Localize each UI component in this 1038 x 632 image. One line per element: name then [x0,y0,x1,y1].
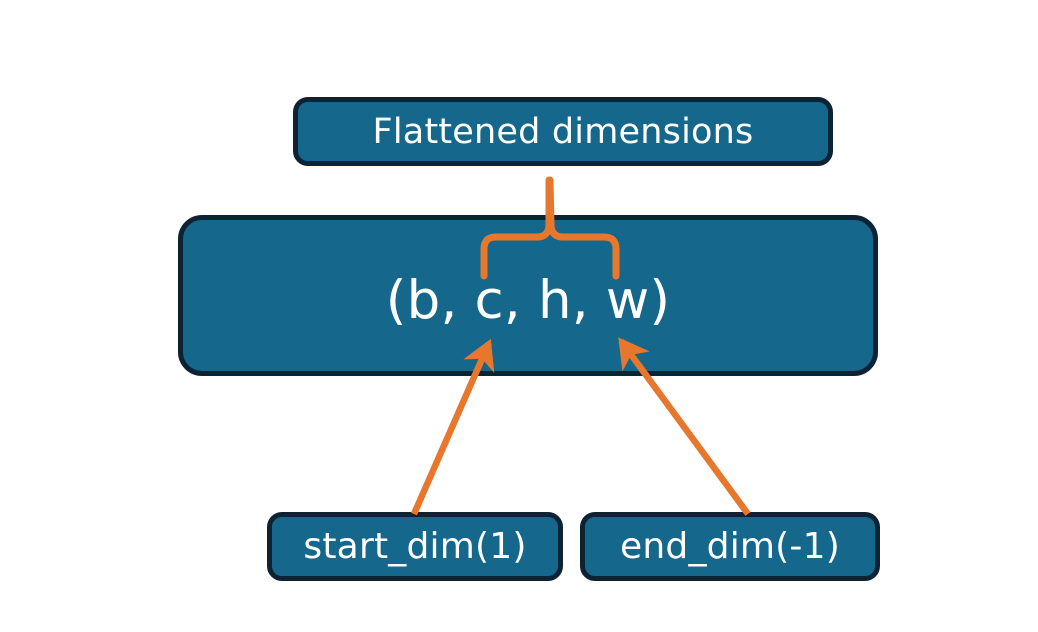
node-shape-tuple[interactable]: (b, c, h, w) [178,215,878,376]
node-flattened-dimensions-label: Flattened dimensions [372,111,754,152]
node-flattened-dimensions[interactable]: Flattened dimensions [293,97,833,166]
node-shape-tuple-label: (b, c, h, w) [385,270,671,331]
node-end-dim-label: end_dim(-1) [620,526,840,567]
node-start-dim-label: start_dim(1) [303,526,527,567]
node-start-dim[interactable]: start_dim(1) [267,512,563,581]
node-end-dim[interactable]: end_dim(-1) [580,512,880,581]
